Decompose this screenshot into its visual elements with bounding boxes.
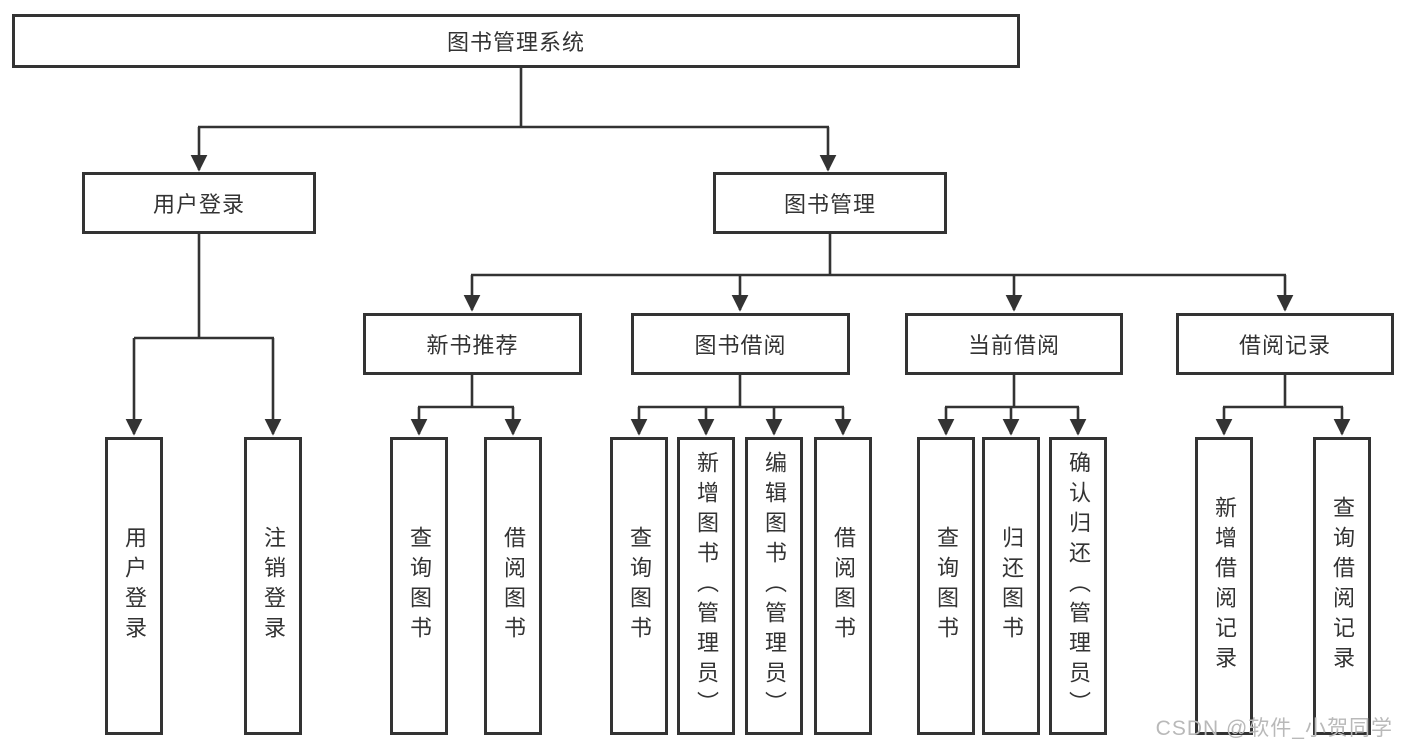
node-book-borrowing: 图书借阅 <box>631 313 850 375</box>
leaf-return-books: 归还图书 <box>982 437 1040 735</box>
leaf-logout: 注销登录 <box>244 437 302 735</box>
leaf-label: 查询图书 <box>407 526 432 646</box>
leaf-label: 借阅图书 <box>501 526 526 646</box>
watermark: CSDN @软件_小贺同学 <box>1155 717 1393 740</box>
leaf-label: 借阅图书 <box>831 526 856 646</box>
leaf-label: 用户登录 <box>122 526 147 646</box>
leaf-label: 新增借阅记录 <box>1212 496 1237 676</box>
leaf-label: 编辑图书（管理员） <box>762 451 787 721</box>
leaf-add-borrow-record: 新增借阅记录 <box>1195 437 1253 735</box>
leaf-label: 查询借阅记录 <box>1330 496 1355 676</box>
leaf-label: 归还图书 <box>999 526 1024 646</box>
node-borrowing-records: 借阅记录 <box>1176 313 1394 375</box>
leaf-query-books-3: 查询图书 <box>917 437 975 735</box>
node-root: 图书管理系统 <box>12 14 1020 68</box>
leaf-add-books-admin: 新增图书（管理员） <box>677 437 735 735</box>
node-book-management: 图书管理 <box>713 172 947 234</box>
leaf-label: 查询图书 <box>627 526 652 646</box>
leaf-user-login: 用户登录 <box>105 437 163 735</box>
leaf-label: 新增图书（管理员） <box>694 451 719 721</box>
leaf-query-borrow-record: 查询借阅记录 <box>1313 437 1371 735</box>
leaf-confirm-return-admin: 确认归还（管理员） <box>1049 437 1107 735</box>
leaf-label: 查询图书 <box>934 526 959 646</box>
leaf-edit-books-admin: 编辑图书（管理员） <box>745 437 803 735</box>
leaf-borrow-books-2: 借阅图书 <box>814 437 872 735</box>
node-user-login: 用户登录 <box>82 172 316 234</box>
leaf-query-books-1: 查询图书 <box>390 437 448 735</box>
node-new-book-recommendation: 新书推荐 <box>363 313 582 375</box>
leaf-label: 确认归还（管理员） <box>1066 451 1091 721</box>
leaf-borrow-books-1: 借阅图书 <box>484 437 542 735</box>
leaf-query-books-2: 查询图书 <box>610 437 668 735</box>
node-current-borrowing: 当前借阅 <box>905 313 1123 375</box>
leaf-label: 注销登录 <box>261 526 286 646</box>
